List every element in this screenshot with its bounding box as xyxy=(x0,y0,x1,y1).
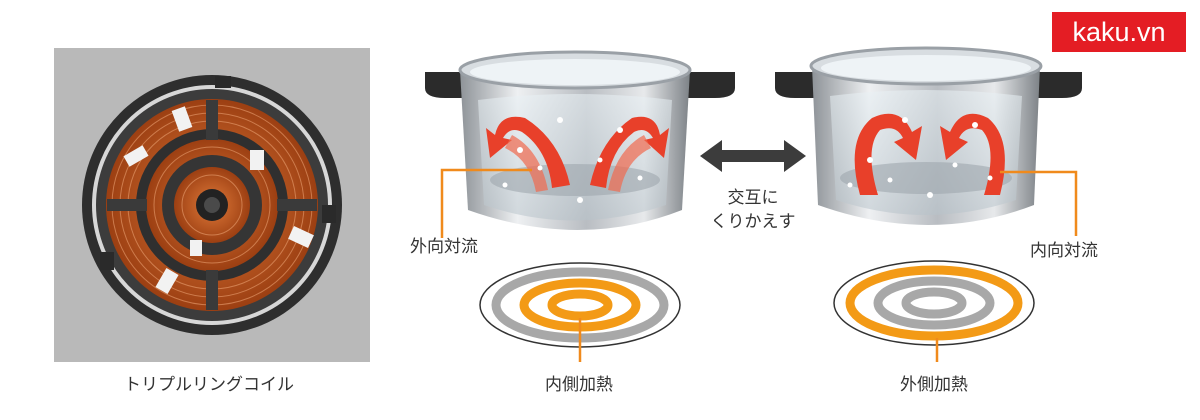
right-pot-label-line xyxy=(1000,170,1078,236)
left-pot-image xyxy=(425,50,735,230)
inner-heating-label: 内側加熱 xyxy=(545,375,613,395)
alternate-text: 交互に くりかえす xyxy=(700,186,806,234)
watermark-logo: kaku.vn xyxy=(1052,12,1186,52)
outer-heating-diagram xyxy=(833,260,1035,346)
inward-convection-arrows xyxy=(854,113,1005,195)
alternate-line-2: くりかえす xyxy=(710,212,796,232)
right-pot-image xyxy=(775,46,1082,225)
inward-convection-label: 内向対流 xyxy=(1030,241,1098,261)
coil-caption: トリプルリングコイル xyxy=(124,375,294,395)
outward-convection-label: 外向対流 xyxy=(410,237,478,257)
triple-ring-coil-image xyxy=(54,48,370,362)
double-arrow-icon xyxy=(700,140,806,172)
outer-heating-label: 外側加熱 xyxy=(900,375,968,395)
outward-convection-arrows xyxy=(486,116,669,192)
left-pot-label-line xyxy=(440,168,532,238)
alternate-line-1: 交互に xyxy=(727,188,779,208)
